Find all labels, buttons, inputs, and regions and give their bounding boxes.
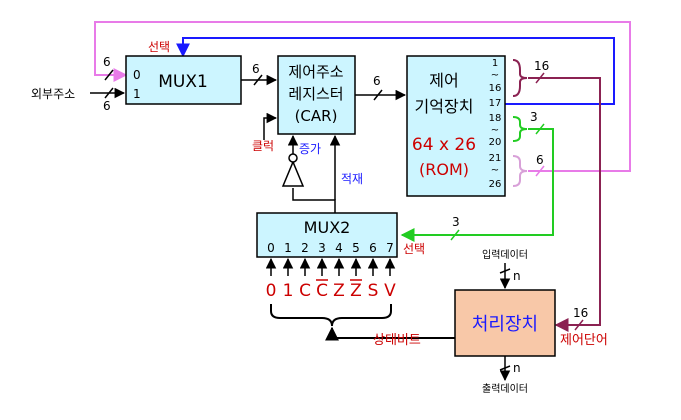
svg-text:16: 16 — [573, 306, 588, 320]
status-flag: 0 — [266, 281, 277, 301]
status-flag: Z — [333, 281, 345, 301]
mux2-box — [256, 212, 398, 258]
rom-bit-labels: 1 ~ 16 17 18 ~ 20 21 ~ 26 — [489, 58, 502, 190]
svg-text:16: 16 — [534, 59, 549, 73]
brace-bits-18-20 — [512, 116, 528, 142]
svg-text:3: 3 — [530, 110, 538, 124]
car-line-3: (CAR) — [295, 107, 338, 125]
rom-line-2: 기억장치 — [415, 97, 474, 116]
status-flag: 1 — [283, 281, 294, 301]
control-word-label: 제어단어 — [560, 333, 608, 348]
inverter-bubble — [288, 153, 298, 163]
processor-label: 처리장치 — [472, 314, 538, 335]
status-bits-label: 상태비트 — [373, 333, 421, 348]
svg-text:6: 6 — [373, 74, 381, 88]
svg-text:~: ~ — [491, 70, 499, 81]
svg-text:20: 20 — [489, 137, 502, 148]
car-box — [277, 55, 356, 135]
bus-width-labels: 6 6 6 6 16 3 6 3 16 n n — [103, 55, 588, 375]
status-flag: S — [368, 281, 379, 301]
svg-text:6: 6 — [252, 62, 260, 76]
status-flag: Z — [350, 281, 362, 301]
svg-text:17: 17 — [489, 98, 502, 109]
data-out-label: 출력데이터 — [482, 383, 528, 395]
mux2-input-number: 1 — [284, 241, 292, 255]
mux2-to-inverter-line — [292, 188, 336, 213]
mux2-label: MUX2 — [304, 218, 351, 237]
path-rom-17-to-mux1-select — [176, 37, 615, 105]
svg-text:26: 26 — [489, 179, 502, 190]
svg-text:21: 21 — [489, 153, 502, 164]
car-line-1: 제어주소 — [288, 63, 343, 81]
status-flag: C — [316, 281, 328, 301]
svg-text:6: 6 — [536, 153, 544, 167]
svg-text:~: ~ — [491, 125, 499, 136]
path-control-word — [528, 77, 601, 332]
select-bottom-label: 선택 — [403, 242, 425, 256]
svg-text:6: 6 — [103, 55, 111, 69]
data-in-label: 입력데이터 — [482, 248, 528, 261]
mux2-input-number: 6 — [369, 241, 377, 255]
processor-box — [454, 289, 556, 357]
svg-text:n: n — [513, 361, 521, 375]
rom-line-4: (ROM) — [419, 160, 469, 179]
svg-text:~: ~ — [491, 165, 499, 176]
path-rom-21-26-to-mux1 — [94, 21, 631, 172]
mux1-input-1: 1 — [133, 87, 141, 101]
mux2-input-number: 0 — [267, 241, 275, 255]
mux2-input-number: 2 — [301, 241, 309, 255]
car-line-2: 레지스터 — [288, 85, 343, 103]
mux1-box — [125, 55, 242, 105]
svg-text:6: 6 — [103, 99, 111, 113]
load-label: 적재 — [341, 172, 363, 186]
mux2-input-number: 5 — [352, 241, 360, 255]
mux2-input-number: 7 — [386, 241, 394, 255]
brace-bits-1-16 — [512, 59, 528, 97]
rom-box — [406, 55, 506, 197]
status-flag: V — [384, 281, 396, 301]
brace-bits-21-26 — [512, 155, 528, 187]
processor-to-status-line — [325, 326, 455, 341]
status-flag: C — [299, 281, 311, 301]
svg-text:3: 3 — [452, 215, 460, 229]
increment-label: 증가 — [299, 142, 321, 156]
svg-text:18: 18 — [489, 113, 502, 124]
mux2-input-number: 3 — [318, 241, 326, 255]
select-top-label: 선택 — [148, 40, 170, 54]
inverter-triangle — [281, 160, 305, 187]
svg-text:16: 16 — [489, 83, 502, 94]
mux1-label: MUX1 — [158, 72, 208, 92]
svg-text:n: n — [513, 269, 521, 283]
clock-label: 클럭 — [252, 139, 274, 153]
clock-line — [263, 112, 278, 140]
mux1-input-0: 0 — [133, 68, 141, 82]
mux2-input-number: 4 — [335, 241, 343, 255]
status-bits-bracket — [270, 304, 392, 327]
rom-line-3: 64 x 26 — [412, 135, 476, 155]
svg-text:1: 1 — [492, 58, 498, 69]
rom-line-1: 제어 — [429, 71, 458, 90]
status-bit-arrows — [265, 257, 396, 276]
bus-slashes — [104, 69, 584, 371]
external-address-label: 외부주소 — [31, 87, 75, 101]
